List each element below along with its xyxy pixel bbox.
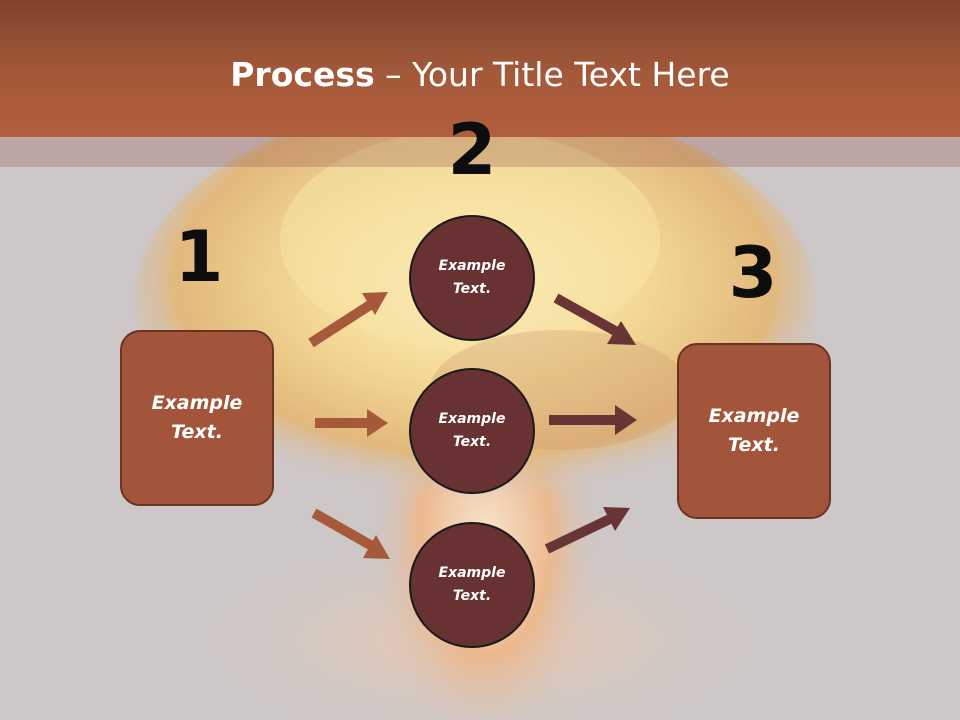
title-bar [0,0,960,137]
step-number-3: 3 [728,232,778,314]
circle-top-text: Example Text. [438,258,506,297]
step-number-1: 1 [174,216,224,298]
left-text-box: Example Text. [120,330,274,506]
circle-bottom: Example Text. [409,522,535,648]
circle-bottom-text: Example Text. [438,565,506,604]
circle-middle: Example Text. [409,368,535,494]
step-number-2: 2 [447,109,497,191]
circle-middle-text: Example Text. [438,411,506,450]
left-box-text: Example Text. [151,392,243,443]
right-text-box: Example Text. [677,343,831,519]
title-rest: – Your Title Text Here [374,55,730,94]
title-strong: Process [230,55,375,94]
title-bar-shadow-strip [0,137,960,167]
circle-top: Example Text. [409,215,535,341]
right-box-text: Example Text. [708,405,800,456]
slide-title: Process – Your Title Text Here [0,50,960,100]
